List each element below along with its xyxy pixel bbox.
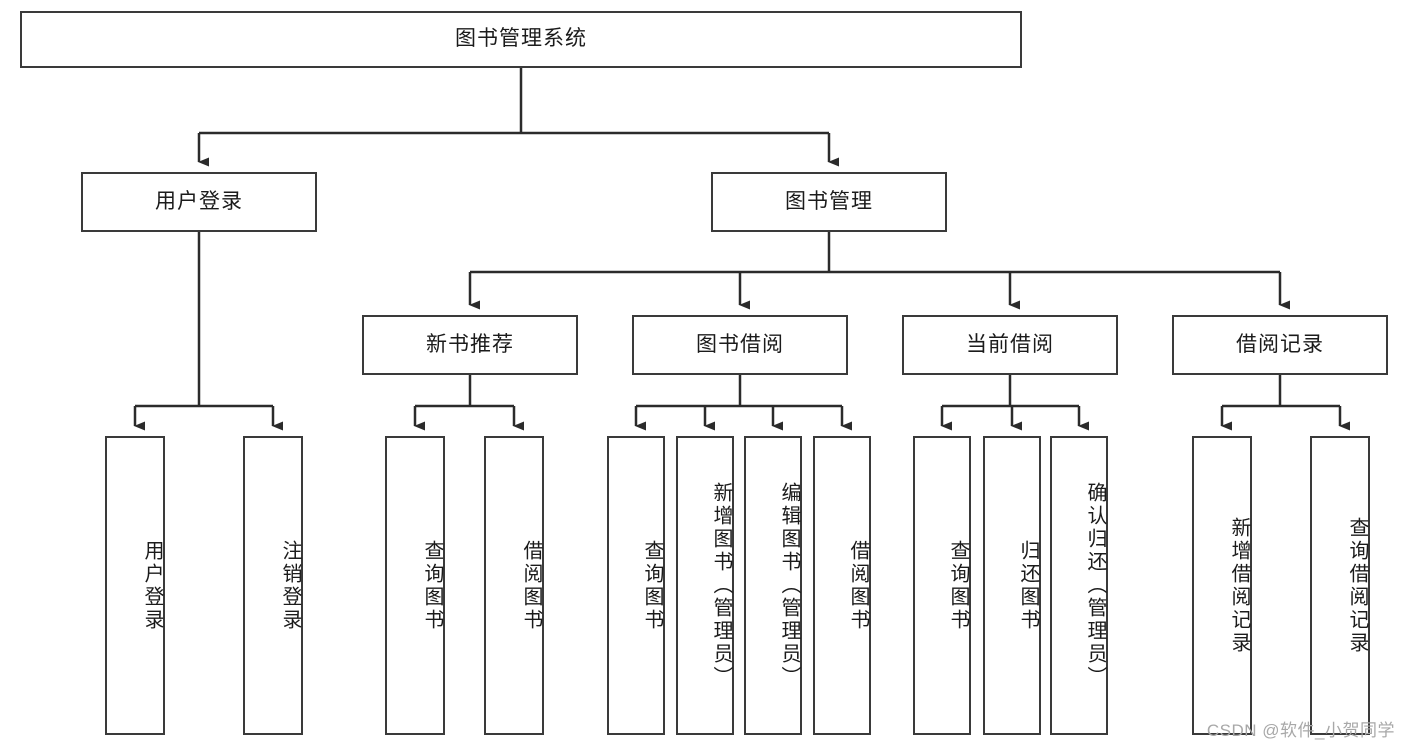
- leaf-add-borrow-record-label: 新增借阅记录: [1228, 516, 1250, 655]
- leaf-user-login-label: 用户登录: [141, 539, 163, 632]
- node-book-borrow-label: 图书借阅: [696, 332, 784, 356]
- leaf-borrow-book-1[interactable]: 借阅图书: [484, 436, 544, 735]
- leaf-query-borrow-record[interactable]: 查询借阅记录: [1310, 436, 1370, 735]
- leaf-confirm-return-admin-label: 确认归还（管理员）: [1084, 482, 1106, 689]
- leaf-borrow-book-2[interactable]: 借阅图书: [813, 436, 871, 735]
- node-new-book-recommend[interactable]: 新书推荐: [362, 315, 578, 375]
- node-borrow-record-label: 借阅记录: [1236, 332, 1324, 356]
- leaf-borrow-book-1-label: 借阅图书: [520, 539, 542, 632]
- leaf-confirm-return-admin[interactable]: 确认归还（管理员）: [1050, 436, 1108, 735]
- leaf-edit-book-admin[interactable]: 编辑图书（管理员）: [744, 436, 802, 735]
- leaf-query-book-2-label: 查询图书: [641, 539, 663, 632]
- leaf-add-book-admin[interactable]: 新增图书（管理员）: [676, 436, 734, 735]
- csdn-watermark: CSDN @软件_小贺同学: [1206, 721, 1395, 740]
- leaf-return-book[interactable]: 归还图书: [983, 436, 1041, 735]
- node-book-borrow[interactable]: 图书借阅: [632, 315, 848, 375]
- leaf-user-login[interactable]: 用户登录: [105, 436, 165, 735]
- leaf-return-book-label: 归还图书: [1017, 539, 1039, 632]
- leaf-add-borrow-record[interactable]: 新增借阅记录: [1192, 436, 1252, 735]
- node-current-borrow[interactable]: 当前借阅: [902, 315, 1118, 375]
- leaf-query-book-2[interactable]: 查询图书: [607, 436, 665, 735]
- node-borrow-record[interactable]: 借阅记录: [1172, 315, 1388, 375]
- node-root[interactable]: 图书管理系统: [20, 11, 1022, 68]
- leaf-edit-book-admin-label: 编辑图书（管理员）: [778, 482, 800, 689]
- node-book-manage-label: 图书管理: [785, 189, 873, 213]
- node-user-login[interactable]: 用户登录: [81, 172, 317, 232]
- leaf-logout[interactable]: 注销登录: [243, 436, 303, 735]
- node-root-label: 图书管理系统: [455, 27, 587, 51]
- node-new-book-recommend-label: 新书推荐: [426, 332, 514, 356]
- leaf-borrow-book-2-label: 借阅图书: [847, 539, 869, 632]
- leaf-query-book-1-label: 查询图书: [421, 539, 443, 632]
- leaf-query-book-1[interactable]: 查询图书: [385, 436, 445, 735]
- leaf-query-book-3-label: 查询图书: [947, 539, 969, 632]
- leaf-query-book-3[interactable]: 查询图书: [913, 436, 971, 735]
- leaf-add-book-admin-label: 新增图书（管理员）: [710, 482, 732, 689]
- node-current-borrow-label: 当前借阅: [966, 332, 1054, 356]
- leaf-query-borrow-record-label: 查询借阅记录: [1346, 516, 1368, 655]
- node-user-login-label: 用户登录: [155, 189, 243, 213]
- leaf-logout-label: 注销登录: [279, 539, 301, 632]
- node-book-manage[interactable]: 图书管理: [711, 172, 947, 232]
